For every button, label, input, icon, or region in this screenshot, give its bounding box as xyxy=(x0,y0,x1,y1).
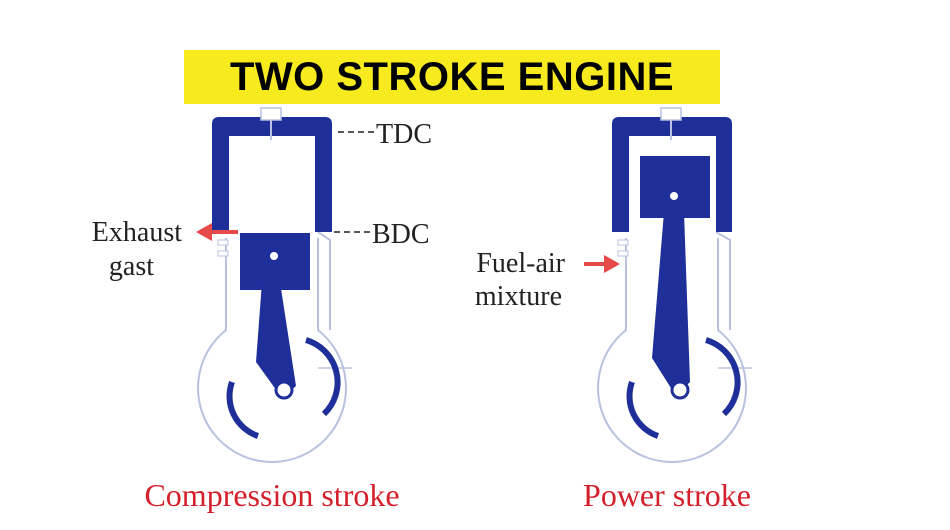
exhaust-label-line1: Exhaust xyxy=(92,217,182,248)
left-piston xyxy=(240,233,310,290)
left-connecting-rod xyxy=(256,282,296,398)
left-piston-pin xyxy=(270,252,278,260)
left-exhaust-port-1 xyxy=(217,239,229,246)
right-piston-pin xyxy=(670,192,678,200)
compression-stroke-caption: Compression stroke xyxy=(144,477,399,513)
right-crank-center xyxy=(670,380,690,400)
right-spark-plug xyxy=(660,107,682,121)
right-connecting-rod xyxy=(652,212,690,396)
left-cylinder-wall xyxy=(212,117,332,232)
page-title: TWO STROKE ENGINE xyxy=(229,54,675,99)
exhaust-arrow xyxy=(196,223,238,241)
right-intake-port-1 xyxy=(617,239,629,246)
fuel-air-label-line2: mixture xyxy=(475,281,562,312)
left-crank-center xyxy=(274,380,294,400)
power-stroke-caption: Power stroke xyxy=(583,477,751,513)
right-cylinder-wall xyxy=(612,117,732,232)
power-stroke-engine xyxy=(584,107,752,463)
compression-stroke-engine xyxy=(196,107,374,463)
left-crank-arc-right xyxy=(305,337,341,417)
right-piston xyxy=(640,156,710,218)
right-intake-port-2 xyxy=(617,250,629,257)
fuel-air-arrow xyxy=(584,255,620,273)
left-transfer-port xyxy=(317,231,331,330)
left-crankcase-outline xyxy=(197,238,347,463)
left-exhaust-port-2 xyxy=(217,250,229,257)
bdc-label: BDC xyxy=(372,219,430,250)
left-crank-arc-left xyxy=(226,380,260,439)
title-banner: TWO STROKE ENGINE xyxy=(184,50,720,104)
right-transfer-port xyxy=(715,231,731,330)
left-spark-plug xyxy=(260,107,282,121)
right-crank-arc-left xyxy=(626,380,660,439)
right-crankcase-outline xyxy=(597,238,747,463)
exhaust-label-line2: gast xyxy=(109,251,154,282)
tdc-label: TDC xyxy=(376,119,432,150)
right-crank-arc-right xyxy=(705,337,741,417)
fuel-air-label-line1: Fuel-air xyxy=(476,248,565,279)
